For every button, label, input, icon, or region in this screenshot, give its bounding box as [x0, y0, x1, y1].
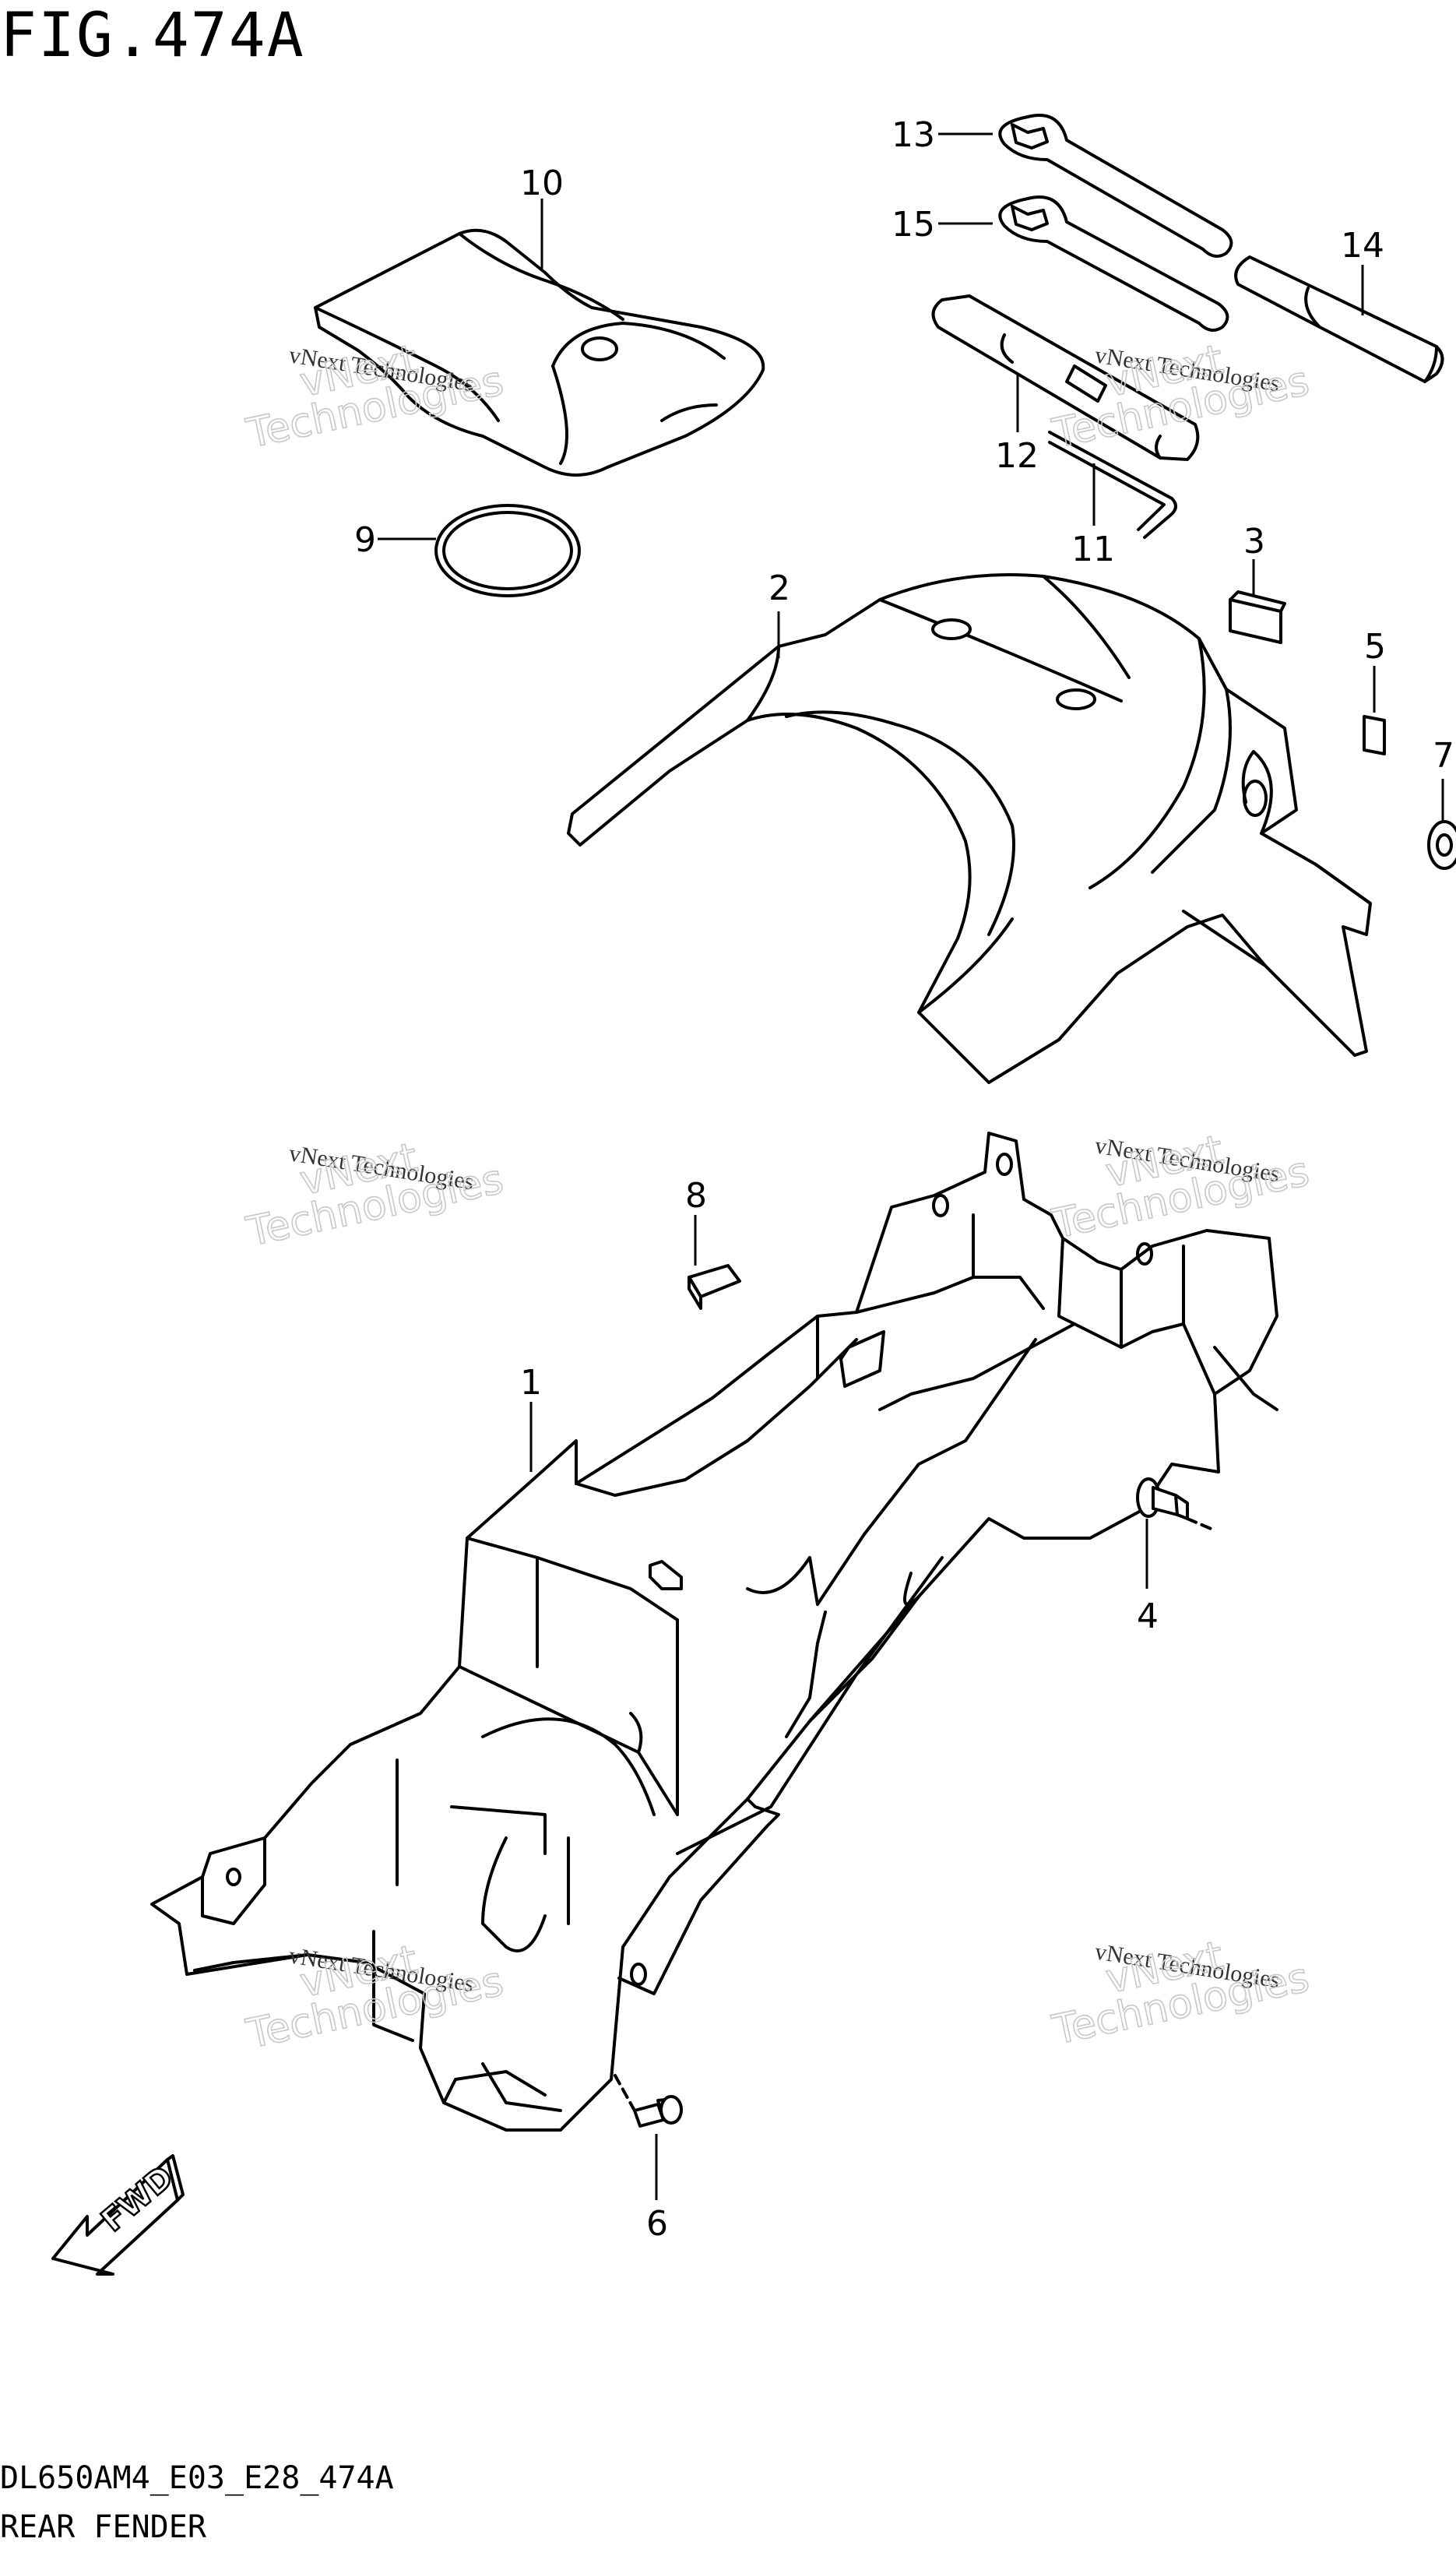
callout-5: 5 — [1364, 627, 1386, 667]
forward-direction-arrow: FWD — [51, 2154, 185, 2276]
callout-8: 8 — [685, 1176, 707, 1216]
callout-12: 12 — [995, 436, 1039, 476]
bolt-guide-line — [614, 2074, 636, 2112]
spanner-1-part[interactable] — [998, 114, 1233, 258]
push-rivet-part[interactable] — [1136, 1477, 1189, 1520]
cushion-pad-part[interactable] — [1229, 590, 1286, 644]
washer-part[interactable] — [1427, 820, 1456, 870]
callout-7: 7 — [1433, 736, 1454, 776]
model-code: DL650AM4_E03_E28_474A — [0, 2460, 394, 2496]
callout-2: 2 — [768, 569, 790, 608]
callout-10: 10 — [520, 164, 564, 203]
spanner-2-part[interactable] — [998, 195, 1229, 332]
watermark-bottom-right — [1039, 1915, 1314, 2055]
callout-3: 3 — [1243, 522, 1265, 562]
callout-1: 1 — [520, 1363, 542, 1403]
section-name: REAR FENDER — [0, 2509, 207, 2545]
watermark-mid-right — [1039, 1109, 1314, 1249]
callout-6: 6 — [646, 2204, 668, 2244]
rear-fender-cover-part[interactable] — [567, 573, 1372, 1084]
hex-wrench-part[interactable] — [1048, 431, 1177, 539]
figure-title: FIG.474A — [0, 1, 305, 71]
rubber-band-part[interactable] — [434, 504, 581, 597]
callout-14: 14 — [1341, 226, 1384, 266]
rivet-guide-line — [1186, 1517, 1216, 1532]
rear-fender-part[interactable] — [150, 1132, 1278, 2132]
callout-4: 4 — [1137, 1597, 1159, 1636]
bolt-part[interactable] — [633, 2095, 683, 2128]
handle-bar-tool-part[interactable] — [1234, 255, 1444, 383]
callout-9: 9 — [354, 520, 376, 560]
cushion-pad-small-part[interactable] — [1363, 715, 1386, 755]
callout-15: 15 — [892, 205, 935, 245]
cushion-block-part[interactable] — [688, 1264, 741, 1310]
callout-11: 11 — [1071, 530, 1115, 569]
watermark-mid-left — [234, 1117, 508, 1257]
callout-13: 13 — [892, 115, 935, 155]
